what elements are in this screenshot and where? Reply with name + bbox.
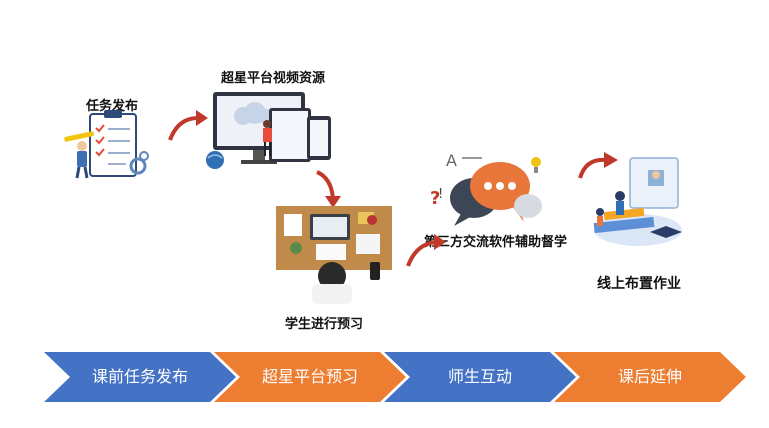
step-label-4: 课后延伸 [617, 367, 682, 386]
step-label-3: 师生互动 [447, 367, 512, 386]
chevron-step-4 [554, 352, 746, 402]
curved-arrow-icon [406, 234, 446, 267]
chat-bubbles-illustration: A ? ! [430, 151, 542, 226]
curved-arrow-icon [316, 170, 341, 208]
label-third-party: 第三方交流软件辅助督学 [424, 235, 568, 250]
curved-arrow-icon [578, 152, 618, 179]
chevron-step-2 [214, 352, 406, 402]
online-class-illustration [593, 157, 682, 246]
label-task-release: 任务发布 [86, 99, 139, 114]
svg-text:!: ! [438, 187, 443, 202]
label-platform-resources: 超星平台视频资源 [221, 71, 326, 86]
step-label-2: 超星平台预习 [261, 367, 358, 386]
curved-arrow-icon [168, 110, 208, 141]
chevron-step-1 [44, 352, 236, 402]
label-student-preview: 学生进行预习 [285, 317, 364, 332]
devices-illustration [206, 92, 331, 169]
svg-text:?: ? [430, 188, 440, 209]
svg-text:A: A [446, 151, 457, 170]
chevron-step-3 [384, 352, 576, 402]
desk-illustration [276, 206, 392, 304]
step-label-1: 课前任务发布 [91, 367, 188, 386]
clipboard-checklist-illustration [64, 110, 149, 179]
label-online-homework: 线上布置作业 [597, 276, 681, 292]
